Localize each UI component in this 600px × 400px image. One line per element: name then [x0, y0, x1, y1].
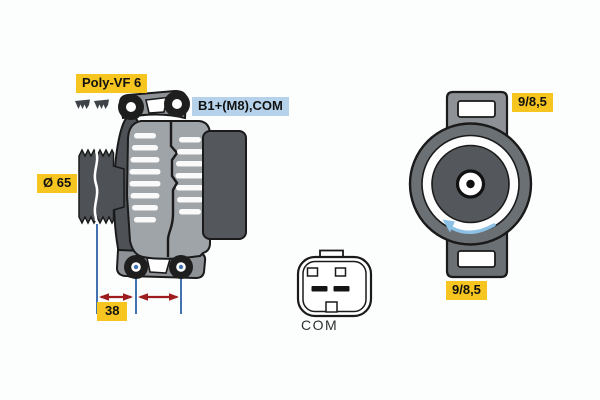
rear-cover	[202, 130, 247, 240]
dimension-arrows	[99, 293, 179, 301]
mount-slot-top	[457, 100, 496, 118]
poly-v-belt-icon	[75, 99, 109, 109]
mount-dimension-top-label: 9/8,5	[512, 93, 553, 112]
pulley-break-line	[93, 150, 99, 221]
connector-key-bottom	[325, 301, 338, 313]
alternator-side-view	[75, 89, 247, 314]
alternator-rear-view	[408, 90, 533, 279]
vent-slots-rear	[175, 137, 205, 215]
housing-contour	[166, 121, 179, 257]
connector-pin-1	[311, 286, 328, 292]
vent-slots-front	[129, 133, 161, 223]
belt-type-label: Poly-VF 6	[76, 74, 148, 93]
rotation-direction-arrow-icon	[442, 219, 496, 234]
terminal-label: B1+(M8),COM	[192, 97, 289, 116]
shaft-center	[466, 179, 475, 189]
mount-slot-bottom	[457, 250, 496, 268]
pulley-diameter-label: Ø 65	[37, 174, 78, 193]
connector-key-left	[306, 267, 319, 277]
com-connector-view	[296, 249, 373, 318]
mounting-bushings	[118, 91, 193, 279]
connector-key-right	[334, 267, 347, 277]
mount-dimension-bottom-label: 9/8,5	[446, 281, 487, 300]
pulley	[78, 148, 125, 225]
connector-label: COM	[301, 317, 339, 333]
mount-spacing-label: 38	[97, 302, 128, 321]
connector-pin-2	[333, 286, 350, 292]
